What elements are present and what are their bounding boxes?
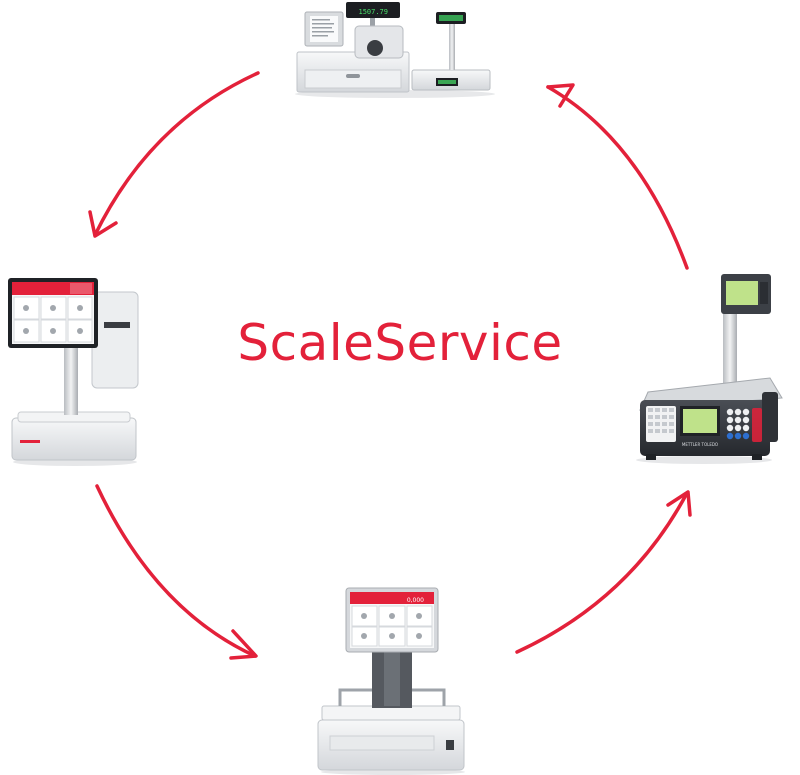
hanging-label-scale	[8, 278, 139, 466]
scale-brand: METTLER TOLEDO	[682, 442, 718, 447]
arrow-top-left	[93, 71, 260, 237]
diagram-title: ScaleService	[237, 314, 563, 372]
pos-display-value: 1507.79	[358, 8, 388, 16]
touch-screen-weight: 0,000	[407, 597, 424, 604]
arrow-bottom-right-head	[666, 490, 692, 517]
arrow-bottom-left	[95, 484, 257, 658]
self-service-counter-scale: 0,000	[317, 587, 465, 775]
arrow-top-left-head	[88, 210, 118, 238]
arrow-top-right	[546, 85, 689, 270]
cycle-arrows	[88, 71, 692, 660]
touchscreen-counter-scale: METTLER TOLEDO	[636, 274, 783, 464]
arrow-bottom-right	[515, 491, 689, 654]
arrow-top-right-head	[546, 83, 575, 108]
arrow-bottom-left-head	[229, 629, 258, 660]
pos-terminal-with-scale: 1507.79	[295, 2, 495, 98]
